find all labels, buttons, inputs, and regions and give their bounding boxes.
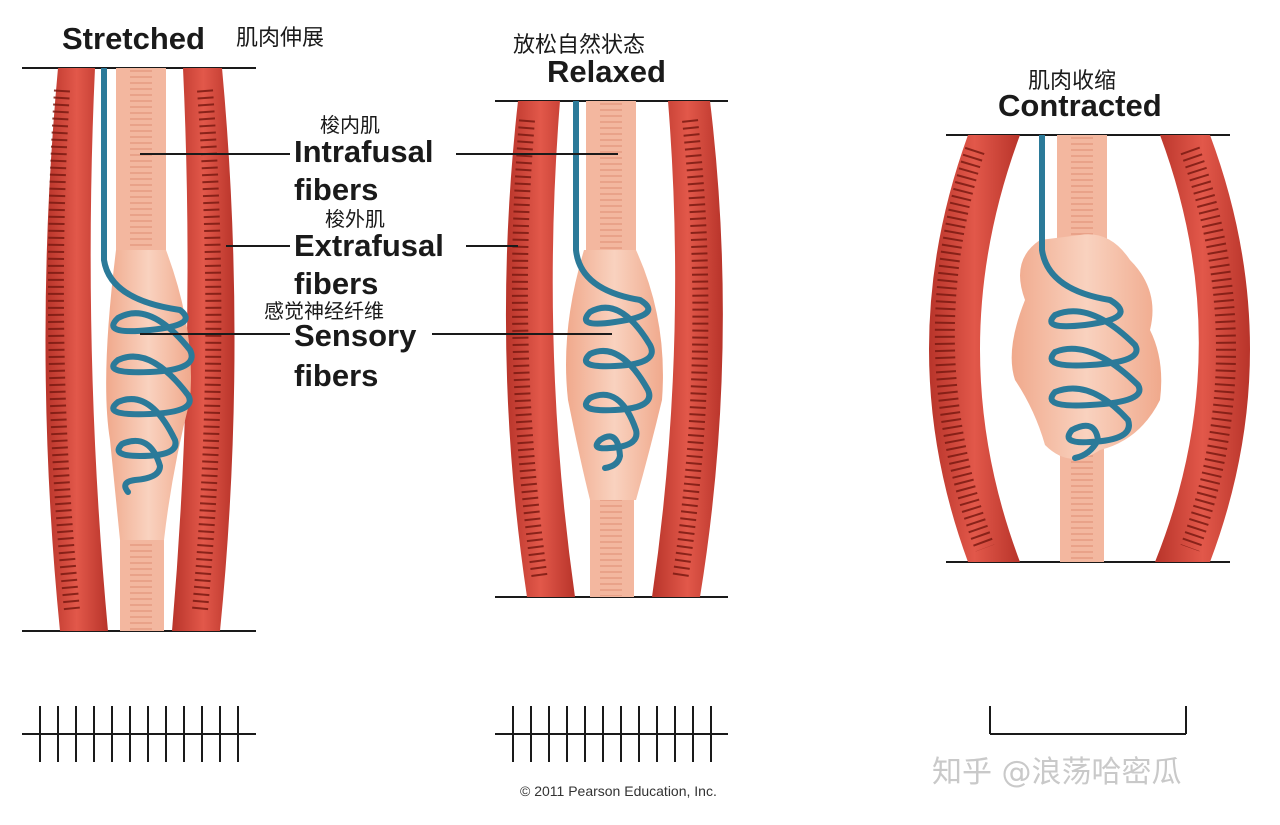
relaxed-sensory-coil (583, 297, 655, 471)
relaxed-title-zh: 放松自然状态 (513, 33, 645, 58)
contracted-title: Contracted (998, 88, 1162, 123)
relaxed-sarcomere-scale (495, 706, 728, 762)
relaxed-title: Relaxed (547, 54, 666, 89)
contracted-extrafusal-right-stripes (1180, 146, 1236, 552)
contracted-intrafusal-top (1057, 135, 1107, 245)
extrafusal-label-2: fibers (294, 266, 378, 301)
copyright-note: © 2011 Pearson Education, Inc. (520, 783, 717, 799)
relaxed-intrafusal-top (586, 101, 636, 271)
relaxed-extrafusal-left (505, 101, 575, 597)
watermark: 知乎 @浪荡哈密瓜 (932, 755, 1182, 790)
intrafusal-label-2: fibers (294, 172, 378, 207)
stretched-spindle (106, 250, 191, 540)
stretched-extrafusal-right-stripes (192, 89, 222, 611)
stretched-title: Stretched (62, 21, 205, 56)
stretched-sensory-nerve (101, 68, 181, 313)
contracted-extrafusal-left (929, 135, 1020, 562)
sensory-label-2: fibers (294, 358, 378, 393)
contracted-intrafusal-bottom (1060, 440, 1104, 562)
stretched-sarcomere-scale (22, 706, 256, 762)
intrafusal-label-zh: 梭内肌 (320, 113, 380, 137)
relaxed-panel: 放松自然状态 Relaxed (495, 33, 728, 762)
extrafusal-label-zh: 梭外肌 (325, 207, 385, 231)
contracted-sensory-nerve (1039, 135, 1111, 303)
contracted-sensory-coil (1048, 297, 1143, 461)
contracted-sarcomere-scale (989, 706, 1187, 735)
sensory-label-zh: 感觉神经纤维 (264, 299, 384, 323)
contracted-extrafusal-right (1155, 135, 1250, 562)
extrafusal-label: Extrafusal (294, 228, 444, 263)
sensory-label: Sensory (294, 318, 417, 353)
stretched-sensory-coil (110, 307, 195, 495)
relaxed-sensory-nerve (573, 101, 641, 303)
stretched-panel: Stretched 肌肉伸展 (22, 21, 324, 762)
fiber-labels: 梭内肌 Intrafusal fibers 梭外肌 Extrafusal fib… (140, 113, 618, 393)
stretched-extrafusal-left-stripes (47, 89, 80, 611)
contracted-title-zh: 肌肉收缩 (1028, 69, 1116, 94)
intrafusal-label: Intrafusal (294, 134, 434, 169)
relaxed-extrafusal-right (652, 101, 723, 597)
contracted-panel: 肌肉收缩 Contracted (929, 69, 1250, 735)
stretched-title-zh: 肌肉伸展 (236, 26, 324, 51)
